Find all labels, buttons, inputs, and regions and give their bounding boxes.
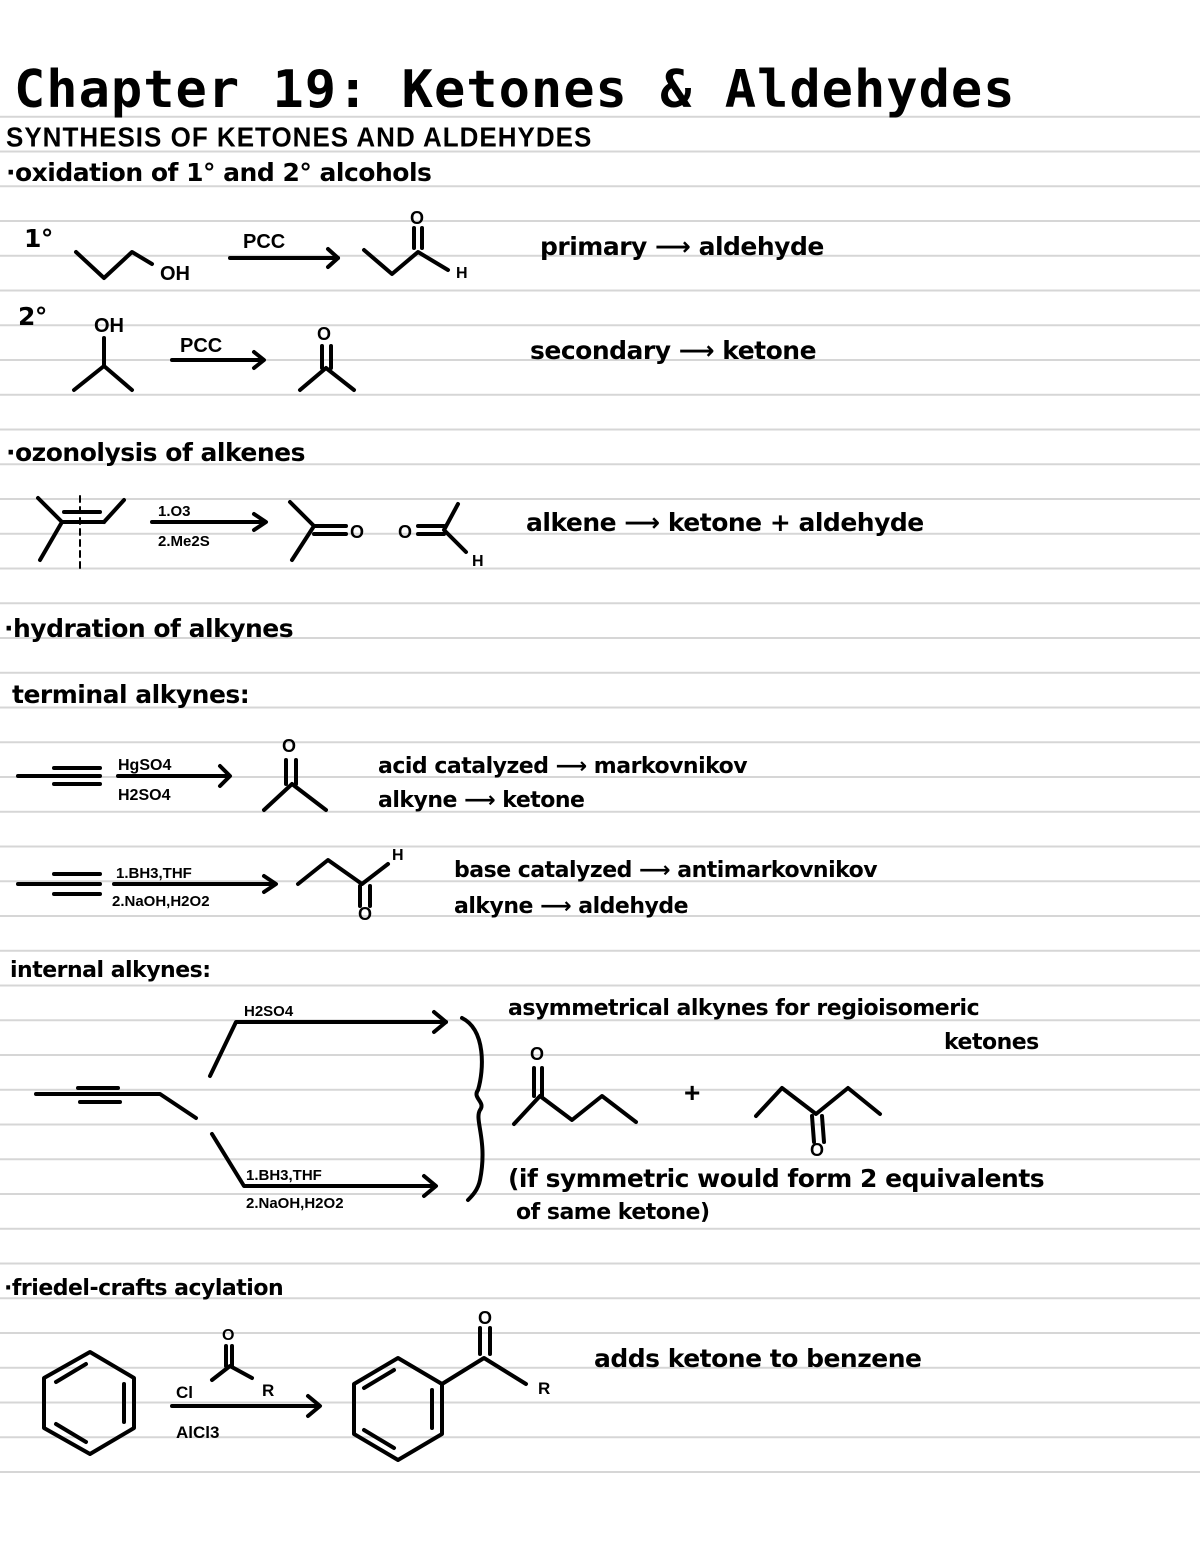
- svg-text:O: O: [358, 904, 372, 924]
- friedel-crafts-heading: ·friedel-crafts acylation: [4, 1276, 284, 1301]
- secondary-label: 2°: [18, 302, 47, 331]
- svg-text:H2SO4: H2SO4: [118, 787, 171, 804]
- internal-note-line2: ketones: [944, 1030, 1039, 1055]
- svg-text:O: O: [282, 736, 296, 756]
- primary-note: primary ⟶ aldehyde: [540, 232, 824, 261]
- base-note-line2: alkyne ⟶ aldehyde: [454, 894, 689, 919]
- section-heading: SYNTHESIS OF KETONES AND ALDEHYDES: [6, 121, 593, 153]
- svg-text:1.BH3,THF: 1.BH3,THF: [246, 1167, 322, 1184]
- symmetric-footnote-line2: of same ketone): [516, 1200, 710, 1225]
- primary-label: 1°: [24, 224, 53, 253]
- svg-text:H2SO4: H2SO4: [244, 1003, 294, 1020]
- internal-note-line1: asymmetrical alkynes for regioisomeric: [508, 996, 980, 1021]
- svg-text:PCC: PCC: [243, 231, 285, 253]
- svg-text:+: +: [684, 1077, 700, 1108]
- svg-text:O: O: [410, 208, 424, 228]
- svg-text:2.Me2S: 2.Me2S: [158, 533, 210, 550]
- svg-text:O: O: [530, 1044, 544, 1064]
- svg-text:H: H: [392, 847, 404, 864]
- svg-text:R: R: [262, 1381, 274, 1400]
- svg-text:HgSO4: HgSO4: [118, 757, 171, 774]
- svg-text:1.BH3,THF: 1.BH3,THF: [116, 865, 192, 882]
- terminal-alkynes-heading: terminal alkynes:: [12, 680, 250, 709]
- oxidation-heading: ·oxidation of 1° and 2° alcohols: [6, 158, 432, 187]
- svg-text:O: O: [398, 522, 412, 542]
- hydration-heading: ·hydration of alkynes: [4, 614, 294, 643]
- svg-text:PCC: PCC: [180, 335, 222, 357]
- svg-text:1.O3: 1.O3: [158, 503, 191, 520]
- svg-text:O: O: [350, 522, 364, 542]
- svg-text:AlCl3: AlCl3: [176, 1423, 219, 1442]
- svg-text:O: O: [810, 1140, 824, 1160]
- secondary-alcohol-oxidation-scheme: OH PCC O: [72, 315, 356, 392]
- ozonolysis-scheme: 1.O3 2.Me2S O O H: [36, 495, 484, 570]
- ozonolysis-heading: ·ozonolysis of alkenes: [6, 438, 306, 467]
- terminal-acid-hydration-scheme: HgSO4 H2SO4 O: [16, 736, 328, 812]
- symmetric-footnote-line1: (if symmetric would form 2 equivalents: [508, 1164, 1045, 1193]
- acid-note-line1: acid catalyzed ⟶ markovnikov: [378, 754, 748, 779]
- svg-text:H: H: [472, 553, 484, 570]
- svg-text:2.NaOH,H2O2: 2.NaOH,H2O2: [112, 893, 210, 910]
- base-note-line1: base catalyzed ⟶ antimarkovnikov: [454, 858, 878, 883]
- svg-text:H: H: [456, 265, 468, 282]
- friedel-crafts-scheme: O Cl R AlCl3 O R: [42, 1308, 550, 1462]
- svg-text:O: O: [478, 1308, 492, 1328]
- secondary-note: secondary ⟶ ketone: [530, 336, 817, 365]
- acid-note-line2: alkyne ⟶ ketone: [378, 788, 585, 813]
- regioisomeric-ketone-products: O + O: [512, 1044, 882, 1160]
- svg-text:O: O: [222, 1327, 234, 1344]
- svg-text:2.NaOH,H2O2: 2.NaOH,H2O2: [246, 1195, 344, 1212]
- svg-text:Cl: Cl: [176, 1383, 193, 1402]
- bottom-margin: [0, 1473, 1200, 1553]
- svg-text:O: O: [317, 324, 331, 344]
- top-margin: [0, 0, 1200, 114]
- svg-text:OH: OH: [94, 315, 124, 337]
- terminal-base-hydration-scheme: 1.BH3,THF 2.NaOH,H2O2 H O: [16, 847, 404, 924]
- svg-text:OH: OH: [160, 263, 190, 285]
- ozonolysis-note: alkene ⟶ ketone + aldehyde: [526, 508, 924, 537]
- svg-text:R: R: [538, 1379, 550, 1398]
- primary-alcohol-oxidation-scheme: OH PCC O H: [74, 208, 468, 285]
- page-title: Chapter 19: Ketones & Aldehydes: [14, 60, 1016, 120]
- internal-alkyne-hydration-scheme: H2SO4 1.BH3,THF 2.NaOH,H2O2: [34, 1003, 485, 1212]
- internal-alkynes-heading: internal alkynes:: [10, 958, 211, 983]
- friedel-crafts-note: adds ketone to benzene: [594, 1344, 922, 1373]
